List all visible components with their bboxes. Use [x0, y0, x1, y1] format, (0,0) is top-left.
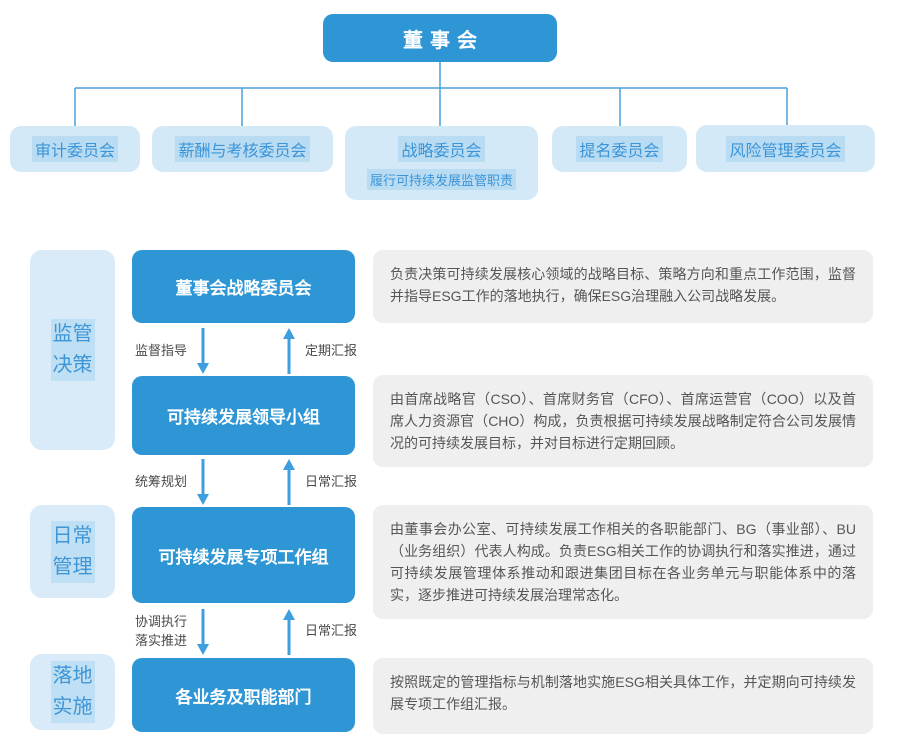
committee-box-strategy: 战略委员会 履行可持续发展监管职责	[345, 126, 538, 200]
flow-up-label: 日常汇报	[304, 623, 357, 639]
level-title: 董事会战略委员会	[175, 279, 312, 298]
committee-box-risk: 风险管理委员会	[696, 125, 875, 172]
down-arrow-icon	[197, 459, 210, 505]
stage-box-implementation: 落地 实施	[30, 654, 115, 730]
committee-box-nomination: 提名委员会	[552, 126, 687, 172]
description-board-strategy-committee: 负责决策可持续发展核心领域的战略目标、策略方向和重点工作范围，监督并指导ESG工…	[373, 250, 873, 323]
description-sustainability-leadership-group: 由首席战略官（CSO）、首席财务官（CFO）、首席运营官（COO）以及首席人力资…	[373, 375, 873, 467]
stage-box-daily-management: 日常 管理	[30, 505, 115, 598]
up-arrow-icon	[282, 459, 295, 505]
description-sustainability-working-group: 由董事会办公室、可持续发展工作相关的各职能部门、BG（事业部）、BU（业务组织）…	[373, 505, 873, 619]
committee-box-remuneration: 薪酬与考核委员会	[152, 126, 333, 172]
down-arrow-icon	[197, 328, 210, 374]
flow-down-label: 监督指导	[135, 342, 188, 358]
flow-down-label: 协调执行落实推进	[135, 613, 188, 648]
committee-label: 风险管理委员会	[726, 135, 845, 162]
down-arrow-icon	[197, 608, 210, 655]
level-title: 可持续发展专项工作组	[158, 547, 329, 567]
flow-zone-2: 统筹规划 日常汇报	[135, 457, 357, 507]
flow-up-label: 定期汇报	[304, 342, 357, 358]
board-label: 董事会	[403, 29, 484, 52]
up-arrow-icon	[282, 608, 295, 655]
up-arrow-icon	[282, 328, 295, 374]
committee-label: 薪酬与考核委员会	[175, 136, 310, 162]
stage-label: 监管 决策	[50, 319, 95, 381]
flow-down-label: 统筹规划	[135, 473, 188, 489]
level-title: 各业务及职能部门	[175, 687, 312, 707]
board-box: 董事会	[323, 14, 557, 62]
committee-sublabel: 履行可持续发展监管职责	[366, 169, 516, 190]
description-business-functional-departments: 按照既定的管理指标与机制落地实施ESG相关具体工作，并定期向可持续发展专项工作组…	[373, 658, 873, 734]
level-box-business-functional-departments: 各业务及职能部门	[132, 658, 355, 732]
stage-label: 日常 管理	[50, 520, 95, 583]
level-title: 可持续发展领导小组	[167, 408, 320, 427]
stage-box-supervision-decision: 监管 决策	[30, 250, 115, 450]
flow-up-label: 日常汇报	[304, 473, 357, 489]
flow-zone-1: 监督指导 定期汇报	[135, 326, 357, 376]
committee-label: 战略委员会	[398, 136, 485, 162]
level-box-sustainability-working-group: 可持续发展专项工作组	[132, 507, 355, 603]
level-box-sustainability-leadership-group: 可持续发展领导小组	[132, 376, 355, 455]
flow-zone-3: 协调执行落实推进 日常汇报	[135, 605, 357, 658]
stage-label: 落地 实施	[50, 661, 95, 723]
committee-label: 审计委员会	[31, 136, 118, 162]
level-box-board-strategy-committee: 董事会战略委员会	[132, 250, 355, 323]
committee-label: 提名委员会	[576, 136, 663, 162]
committee-box-audit: 审计委员会	[10, 126, 140, 172]
